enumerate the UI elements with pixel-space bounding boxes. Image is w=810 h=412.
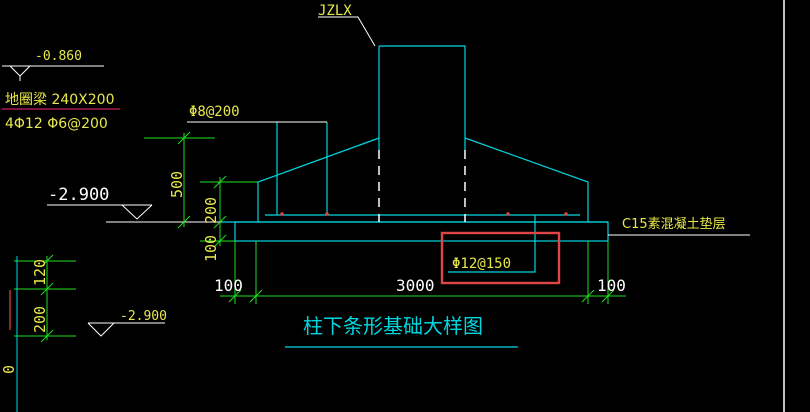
dim-width-left: 100 [214, 276, 243, 295]
dim-width-right: 100 [597, 276, 626, 295]
dim-200: 200 [202, 197, 220, 224]
elevation-marker-bottom [47, 204, 222, 223]
tick [40, 282, 54, 296]
dim-100: 100 [202, 235, 220, 262]
elev-bottom-triangle [121, 204, 153, 220]
tick [213, 175, 227, 189]
tick [581, 289, 595, 303]
dim-120: 120 [31, 259, 49, 286]
cushion-layer [234, 221, 609, 242]
tick [40, 254, 54, 268]
tick [249, 289, 263, 303]
rebar-dots [280, 212, 568, 216]
rebar-dot [325, 212, 329, 216]
ring-beam-size: 地圈梁 240X200 [5, 92, 114, 108]
column-tag-leader [318, 16, 376, 47]
vertical-dimensions [144, 131, 258, 248]
elevation-top: -0.860 [35, 49, 82, 64]
rebar-dot [564, 212, 568, 216]
dim-200-left: 200 [31, 306, 49, 333]
right-haunch [464, 137, 589, 222]
elevation-marker-top [2, 65, 104, 81]
dim-0-left: 0 [0, 365, 18, 374]
column-dashed-lines [378, 150, 466, 222]
tick [40, 329, 54, 343]
rebar-dot [280, 212, 284, 216]
cushion-note: C15素混凝土垫层 [622, 216, 726, 232]
tick [177, 131, 191, 145]
rebar-dot [506, 212, 510, 216]
horizontal-dimensions [220, 241, 626, 304]
tick [228, 289, 242, 303]
elevation-marker-lower [87, 322, 165, 337]
tick [601, 289, 615, 303]
drawing-title: 柱下条形基础大样图 [303, 314, 483, 338]
ring-beam-rebar: 4Φ12 Φ6@200 [5, 116, 108, 132]
column-tag: JZLX [318, 3, 352, 19]
dim-500: 500 [168, 171, 186, 198]
tick [177, 215, 191, 229]
lower-left-detail [14, 254, 76, 343]
elevation-bottom: -2.900 [48, 185, 109, 205]
tick [213, 215, 227, 229]
stirrup-label: Φ8@200 [189, 104, 240, 120]
bottom-rebar-label: Φ12@150 [452, 256, 511, 272]
dim-width-total: 3000 [396, 276, 435, 295]
foundation-outline [222, 45, 609, 273]
elevation-lower-left: -2.900 [120, 309, 167, 324]
column-outline [379, 45, 466, 150]
highlight-box [440, 231, 561, 285]
elev-lower-triangle [87, 322, 115, 337]
